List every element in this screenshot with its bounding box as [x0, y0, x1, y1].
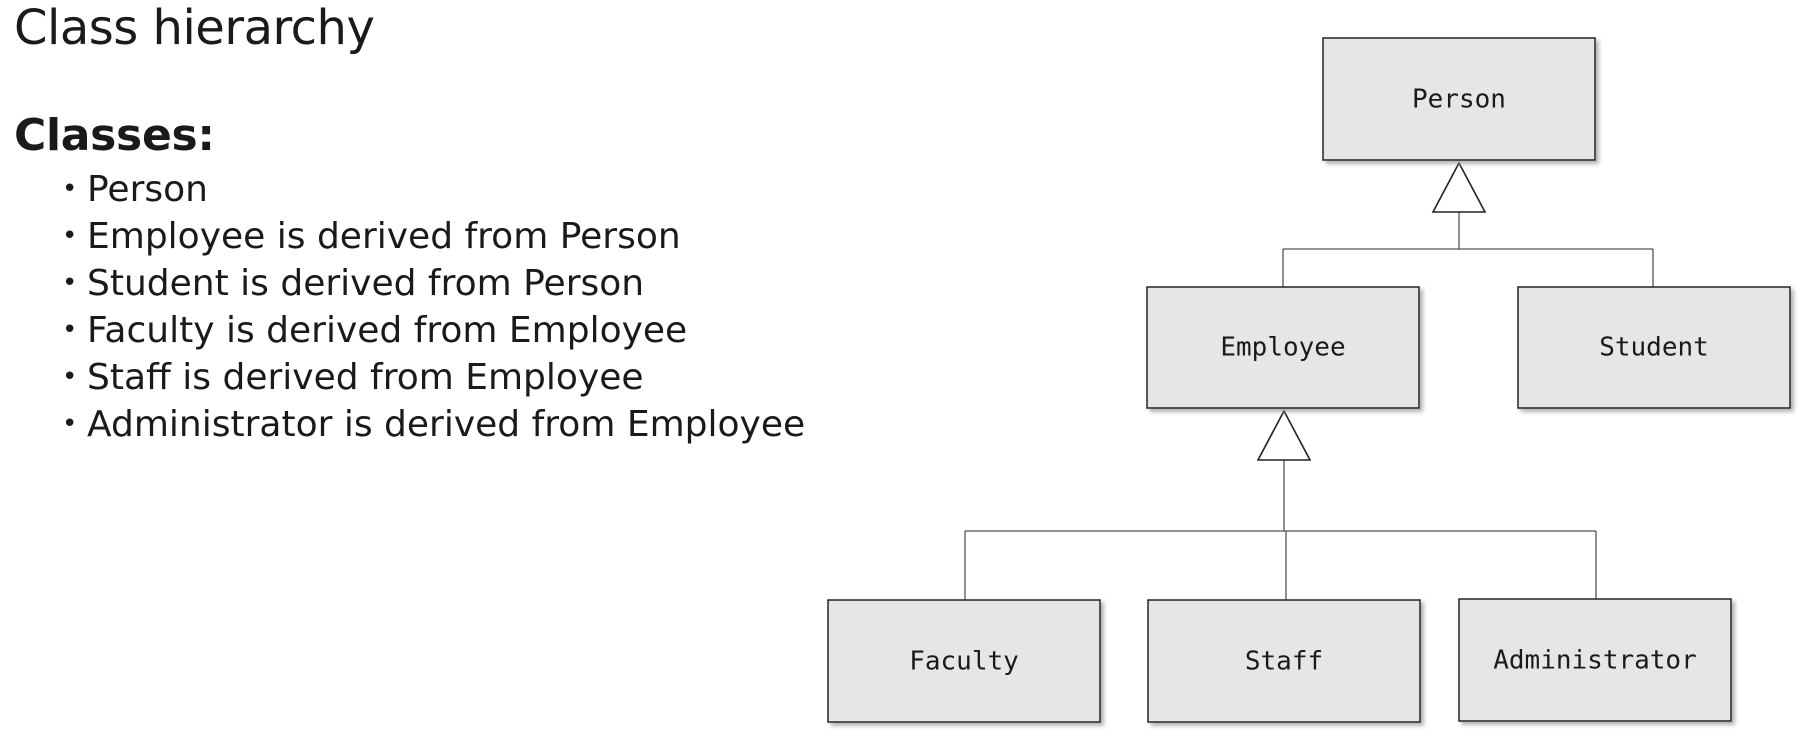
connectors-employee	[964, 460, 1597, 600]
class-box-label: Person	[1412, 85, 1506, 115]
list-item-text: Staff is derived from Employee	[87, 357, 644, 398]
class-box-rect	[1458, 598, 1732, 722]
class-box-person: Person	[1322, 37, 1596, 161]
list-item-text: Employee is derived from Person	[87, 216, 681, 257]
classes-list: • Person • Employee is derived from Person…	[62, 166, 805, 448]
slide-title: Class hierarchy	[14, 0, 375, 56]
class-box-label: Staff	[1245, 647, 1323, 677]
class-box-rect	[1517, 286, 1791, 409]
bullet-icon: •	[62, 174, 78, 204]
class-box-label: Faculty	[909, 647, 1019, 677]
list-item-text: Administrator is derived from Employee	[87, 404, 806, 445]
class-box-employee: Employee	[1146, 286, 1420, 409]
bullet-icon: •	[62, 315, 78, 345]
class-box-staff: Staff	[1147, 599, 1421, 723]
connectors-person	[1282, 212, 1654, 287]
class-box-rect	[827, 599, 1101, 723]
list-item: • Faculty is derived from Employee	[62, 307, 805, 354]
bullet-icon: •	[62, 362, 78, 392]
class-box-faculty: Faculty	[827, 599, 1101, 723]
class-box-label: Employee	[1220, 333, 1345, 363]
class-box-student: Student	[1517, 286, 1791, 409]
list-item-text: Student is derived from Person	[87, 263, 645, 304]
list-item: • Administrator is derived from Employee	[62, 401, 805, 448]
list-item: • Person	[62, 166, 805, 213]
list-item-text: Person	[87, 169, 208, 210]
class-box-label: Administrator	[1493, 646, 1697, 676]
list-item: • Employee is derived from Person	[62, 213, 805, 260]
inheritance-arrow-icon	[1431, 161, 1487, 213]
class-box-administrator: Administrator	[1458, 598, 1732, 722]
bullet-icon: •	[62, 221, 78, 251]
classes-heading: Classes:	[14, 110, 215, 161]
bullet-icon: •	[62, 268, 78, 298]
class-box-rect	[1147, 599, 1421, 723]
inheritance-arrow-icon	[1256, 409, 1312, 461]
list-item-text: Faculty is derived from Employee	[87, 310, 688, 351]
list-item: • Student is derived from Person	[62, 260, 805, 307]
class-box-label: Student	[1599, 333, 1709, 363]
list-item: • Staff is derived from Employee	[62, 354, 805, 401]
class-box-rect	[1146, 286, 1420, 409]
bullet-icon: •	[62, 409, 78, 439]
class-box-rect	[1322, 37, 1596, 161]
